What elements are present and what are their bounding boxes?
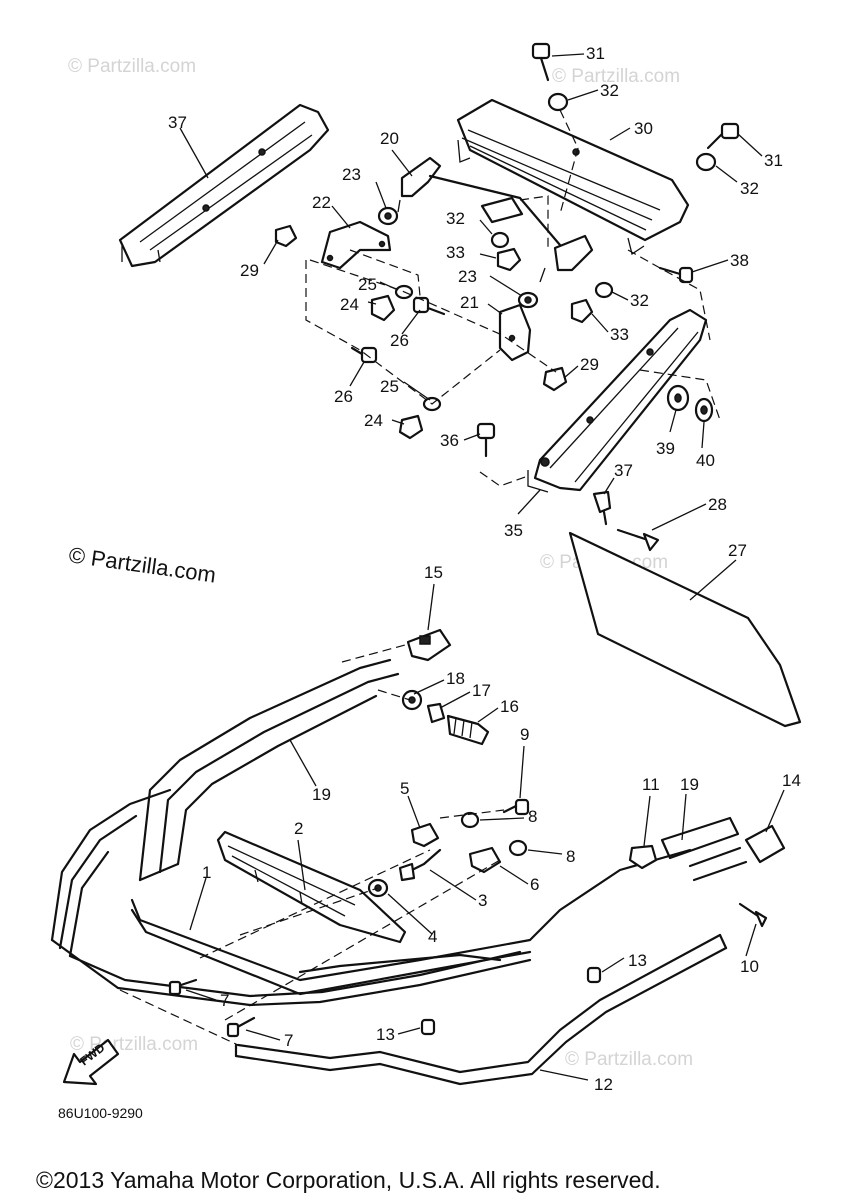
- callout-25b: 25: [380, 377, 399, 396]
- callout-25a: 25: [358, 275, 377, 294]
- callout-37: 37: [614, 461, 633, 480]
- callout-26a: 26: [390, 331, 409, 350]
- callout-6: 6: [530, 875, 539, 894]
- hardware-lower: [168, 798, 786, 1038]
- part-35-bracket: [118, 103, 330, 268]
- callout-5: 5: [400, 779, 409, 798]
- callout-4: 4: [428, 927, 437, 946]
- callout-38: 38: [730, 251, 749, 270]
- callout-15: 15: [424, 563, 443, 582]
- callout-13a: 13: [628, 951, 647, 970]
- callout-31b: 31: [764, 151, 783, 170]
- callout-33b: 33: [610, 325, 629, 344]
- alignment-lines-upper: [305, 109, 721, 487]
- callout-labels: 31 32 30 31 32 37 20 23 22 29 32 33 23 2…: [168, 44, 801, 1094]
- callout-7a: 7: [220, 991, 229, 1010]
- callout-33a: 33: [446, 243, 465, 262]
- part-34-tube: [527, 308, 708, 493]
- copyright-footer: ©2013 Yamaha Motor Corporation, U.S.A. A…: [36, 1167, 661, 1193]
- watermark-bottom-right: © Partzilla.com: [565, 1049, 693, 1070]
- callout-22: 22: [312, 193, 331, 212]
- callout-10: 10: [740, 957, 759, 976]
- callout-9: 9: [520, 725, 529, 744]
- callout-21: 21: [460, 293, 479, 312]
- callout-30: 30: [634, 119, 653, 138]
- part-22-bracket: [320, 220, 392, 270]
- callout-27: 27: [728, 541, 747, 560]
- callout-3: 3: [478, 891, 487, 910]
- part-20-rod: [397, 156, 594, 283]
- callout-11: 11: [642, 775, 660, 794]
- hardware-16-18: [401, 689, 490, 746]
- callout-13b: 13: [376, 1025, 395, 1044]
- part-19-rails: [138, 658, 748, 882]
- callout-12: 12: [594, 1075, 613, 1094]
- callout-35: 37: [168, 113, 187, 132]
- alignment-lines-lower: [119, 644, 505, 1046]
- part-15-clip: [406, 628, 452, 662]
- watermark-top-right: © Partzilla.com: [552, 66, 680, 87]
- watermark-main: © Partzilla.com: [67, 542, 217, 587]
- callout-32a: 32: [600, 81, 619, 100]
- callout-36: 36: [440, 431, 459, 450]
- callout-8a: 8: [528, 807, 537, 826]
- callout-2: 2: [294, 819, 303, 838]
- callout-14: 14: [782, 771, 801, 790]
- watermark-top-left: © Partzilla.com: [68, 56, 196, 77]
- callout-32b: 32: [740, 179, 759, 198]
- part-21-bracket: [498, 303, 532, 362]
- callout-19a: 19: [312, 785, 331, 804]
- callout-16: 16: [500, 697, 519, 716]
- callout-26b: 26: [334, 387, 353, 406]
- callout-32c: 32: [446, 209, 465, 228]
- callout-29a: 29: [240, 261, 259, 280]
- callout-24a: 24: [340, 295, 359, 314]
- callout-7b: 7: [284, 1031, 293, 1050]
- part-12-trim: [234, 933, 728, 1086]
- callout-29b: 29: [580, 355, 599, 374]
- callout-40: 40: [696, 451, 715, 470]
- hardware-upper: [274, 42, 740, 552]
- callout-17: 17: [472, 681, 491, 700]
- callout-20: 20: [380, 129, 399, 148]
- callout-39: 39: [656, 439, 675, 458]
- callout-24b: 24: [364, 411, 383, 430]
- callout-23a: 23: [342, 165, 361, 184]
- fwd-arrow-icon: FWD: [62, 1038, 120, 1086]
- part-30-cover: [456, 98, 690, 256]
- callout-1: 1: [202, 863, 211, 882]
- callout-34: 35: [504, 521, 523, 540]
- callout-18: 18: [446, 669, 465, 688]
- part-27-panel: [568, 531, 802, 728]
- callout-leaders: [179, 53, 785, 1081]
- callout-32d: 32: [630, 291, 649, 310]
- part-1-frame: [50, 788, 692, 1007]
- callout-28: 28: [708, 495, 727, 514]
- callout-23b: 23: [458, 267, 477, 286]
- callout-19b: 19: [680, 775, 699, 794]
- callout-31a: 31: [586, 44, 605, 63]
- diagram-code: 86U100-9290: [58, 1105, 143, 1121]
- callout-8b: 8: [566, 847, 575, 866]
